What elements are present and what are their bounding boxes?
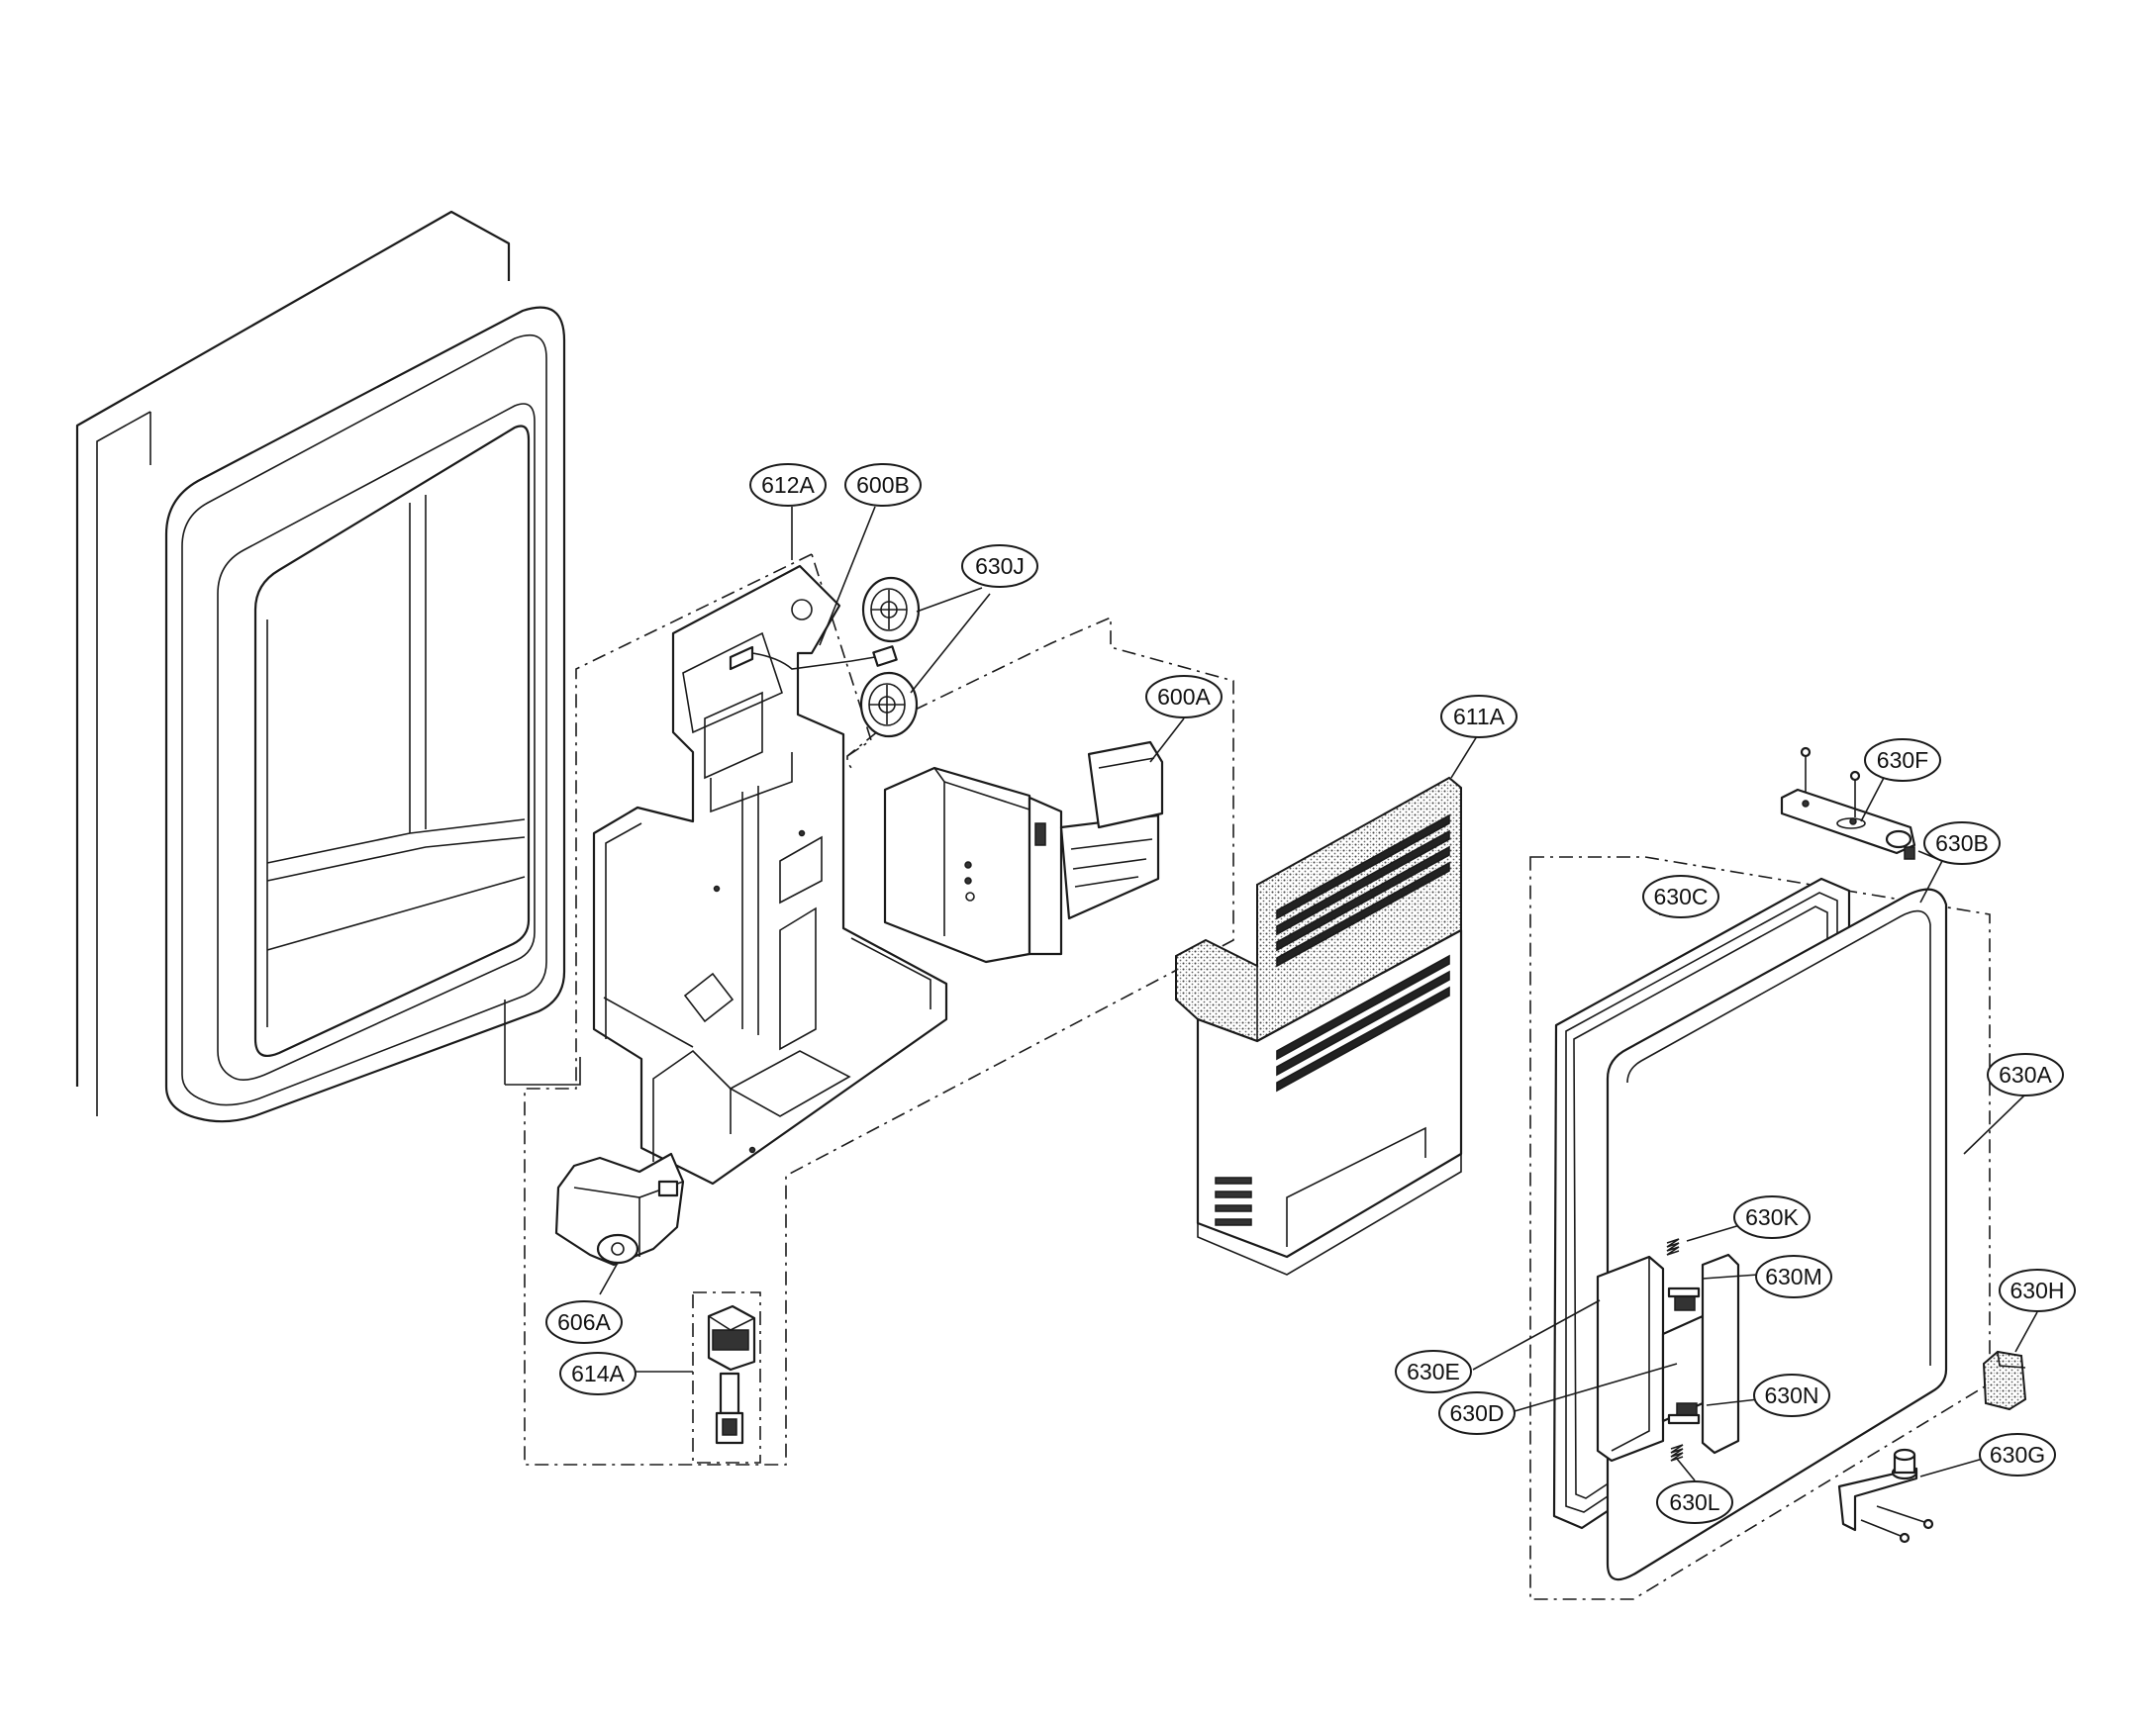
callout-630A: 630A [1987, 1053, 2064, 1096]
screw-upper-2 [1849, 770, 1861, 817]
callout-630H: 630H [1999, 1269, 2076, 1312]
callout-630D: 630D [1438, 1391, 1516, 1435]
door-assembly-boundary [1529, 856, 1991, 1600]
callout-630N: 630N [1753, 1374, 1830, 1417]
svg-text:630N: 630N [1765, 1382, 1819, 1408]
spring-630L [1670, 1444, 1684, 1462]
svg-text:630J: 630J [975, 553, 1025, 579]
callout-606A: 606A [545, 1300, 623, 1344]
svg-text:611A: 611A [1453, 704, 1506, 729]
callout-630M: 630M [1755, 1255, 1832, 1298]
svg-text:630L: 630L [1669, 1489, 1719, 1515]
handle-assembly [1596, 1253, 1740, 1463]
callout-630K: 630K [1733, 1195, 1811, 1239]
screw-upper-1 [1800, 746, 1812, 792]
callout-612A: 612A [749, 463, 827, 507]
svg-text:600B: 600B [856, 472, 910, 498]
svg-text:600A: 600A [1157, 684, 1211, 710]
screw-lower-1 [1860, 1519, 1911, 1544]
cover-slots [1276, 813, 1450, 1093]
svg-text:630G: 630G [1990, 1442, 2045, 1468]
svg-text:630D: 630D [1450, 1400, 1505, 1426]
svg-text:630A: 630A [1999, 1062, 2052, 1088]
callout-630F: 630F [1864, 738, 1941, 782]
callout-630C: 630C [1642, 875, 1719, 918]
svg-text:630H: 630H [2010, 1278, 2065, 1303]
callout-600B: 600B [844, 463, 922, 507]
vent-holes [1215, 1177, 1252, 1226]
dispenser-housing-612A [592, 564, 948, 1186]
svg-text:630C: 630C [1654, 884, 1709, 909]
ice-motor-606A [554, 1152, 685, 1267]
svg-text:630E: 630E [1407, 1359, 1460, 1384]
leader-lines [599, 506, 2038, 1481]
svg-text:630F: 630F [1877, 747, 1928, 773]
svg-text:630K: 630K [1745, 1204, 1799, 1230]
solenoid-614A [692, 1291, 761, 1464]
knob-630J-upper [861, 576, 921, 643]
svg-text:630M: 630M [1765, 1264, 1822, 1289]
spring-630K [1666, 1238, 1680, 1256]
callout-630L: 630L [1656, 1480, 1733, 1524]
callout-630J: 630J [961, 544, 1038, 588]
svg-text:612A: 612A [761, 472, 815, 498]
screw-lower-2 [1876, 1505, 1934, 1530]
hinge-cap-630H [1982, 1350, 2027, 1411]
callout-630B: 630B [1923, 821, 2001, 865]
top-hinge-630F [1780, 788, 1916, 860]
dispenser-cover-611A [1175, 776, 1463, 1276]
callout-600A: 600A [1145, 675, 1223, 718]
callout-611A: 611A [1440, 695, 1518, 738]
door-frame [75, 210, 581, 1123]
dispenser-assembly-boundary [524, 553, 1234, 1466]
callout-630E: 630E [1395, 1350, 1472, 1393]
ice-maker-600A [883, 740, 1164, 964]
knob-630J-lower [859, 671, 919, 738]
bottom-hinge-630G [1837, 1448, 1918, 1532]
callout-614A: 614A [559, 1352, 637, 1395]
svg-text:630B: 630B [1935, 830, 1989, 856]
svg-text:606A: 606A [557, 1309, 611, 1335]
callout-630G: 630G [1979, 1433, 2056, 1477]
svg-text:614A: 614A [571, 1361, 625, 1386]
